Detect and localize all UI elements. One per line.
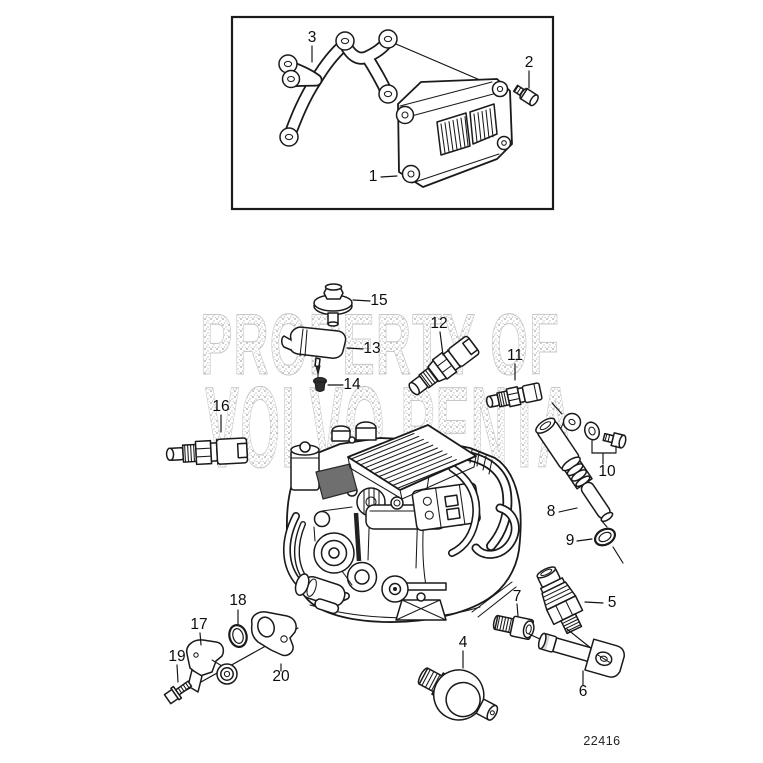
watermark-line-2: VOLVO PENTA [205, 364, 575, 492]
callout-19: 19 [168, 648, 185, 665]
part-tube-8 [535, 402, 614, 523]
callout-20: 20 [272, 668, 290, 685]
callout-13: 13 [363, 340, 380, 357]
part-oring-18 [228, 624, 248, 648]
part-sensor-11 [485, 382, 543, 408]
callout-2: 2 [525, 54, 534, 71]
part-ecu [395, 78, 513, 188]
part-tube-6 [528, 632, 626, 678]
callout-11: 11 [507, 347, 523, 364]
part-plate-20 [250, 611, 297, 657]
part-screw-2 [512, 84, 539, 107]
part-sensor-16 [165, 437, 249, 466]
part-bolt-19 [163, 680, 193, 705]
callout-5: 5 [608, 594, 617, 611]
callout-14: 14 [343, 376, 361, 393]
callout-15: 15 [370, 292, 387, 309]
callout-1: 1 [369, 168, 378, 185]
part-pressure-switch-4 [417, 667, 499, 721]
callout-10: 10 [598, 463, 616, 480]
callout-16: 16 [212, 398, 229, 415]
callout-12: 12 [430, 315, 447, 332]
watermark-line-1: PROPERTY OF [200, 297, 560, 393]
bracket-to-ecu-line [395, 43, 488, 84]
callout-6: 6 [579, 683, 588, 700]
engine-illustration [282, 421, 522, 623]
leader-lines [176, 45, 604, 686]
part-plug-15 [313, 283, 353, 327]
part-mounting-bracket [278, 29, 398, 147]
callout-3: 3 [308, 29, 317, 46]
callout-17: 17 [190, 616, 207, 633]
part-oring-9 [593, 519, 624, 564]
part-map-sensor-13 [281, 326, 347, 380]
callout-4: 4 [459, 634, 468, 651]
part-sensor-12 [408, 335, 480, 396]
callout-8: 8 [547, 503, 556, 520]
drawing-number: 22416 [583, 734, 620, 748]
callout-labels: 1 2 3 4 5 6 7 8 9 10 11 12 13 14 15 16 1… [168, 29, 616, 700]
part-fitting-7 [492, 614, 535, 641]
callout-7: 7 [513, 588, 522, 605]
part-screw-14 [313, 377, 327, 392]
callout-18: 18 [229, 592, 246, 609]
callout-9: 9 [566, 532, 575, 549]
part-pressure-sender-5 [536, 566, 593, 650]
watermark: PROPERTY OF VOLVO PENTA [199, 296, 575, 492]
part-washer-bolt-10 [583, 421, 627, 465]
